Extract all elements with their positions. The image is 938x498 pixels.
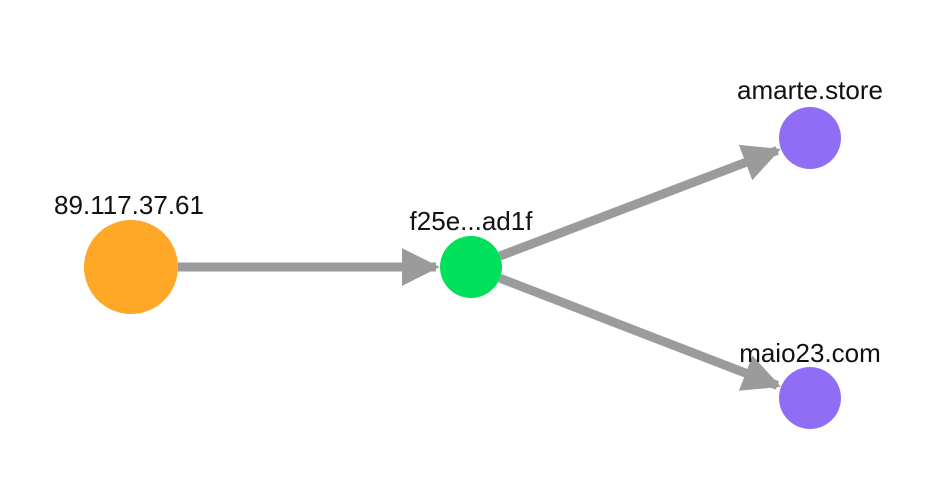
node-hash-circle[interactable]	[440, 236, 502, 298]
node-ip-label: 89.117.37.61	[54, 190, 204, 220]
node-hash[interactable]: f25e...ad1f	[410, 206, 534, 298]
node-domain-maio23-com-circle[interactable]	[779, 367, 841, 429]
node-hash-label: f25e...ad1f	[410, 206, 534, 236]
node-ip-circle[interactable]	[84, 220, 178, 314]
edge-hash-to-maio23-com[interactable]	[498, 274, 781, 391]
node-ip[interactable]: 89.117.37.61	[54, 190, 204, 314]
node-domain-amarte-store-circle[interactable]	[779, 107, 841, 169]
edges-group	[178, 144, 781, 391]
node-domain-amarte-store-label: amarte.store	[737, 75, 883, 105]
node-domain-amarte-store[interactable]: amarte.store	[737, 75, 883, 169]
node-domain-maio23-com-label: maio23.com	[739, 338, 881, 368]
nodes-group: 89.117.37.61 f25e...ad1f amarte.store ma…	[54, 75, 883, 429]
edge-hash-to-amarte-store[interactable]	[498, 144, 781, 261]
node-domain-maio23-com[interactable]: maio23.com	[739, 338, 881, 429]
